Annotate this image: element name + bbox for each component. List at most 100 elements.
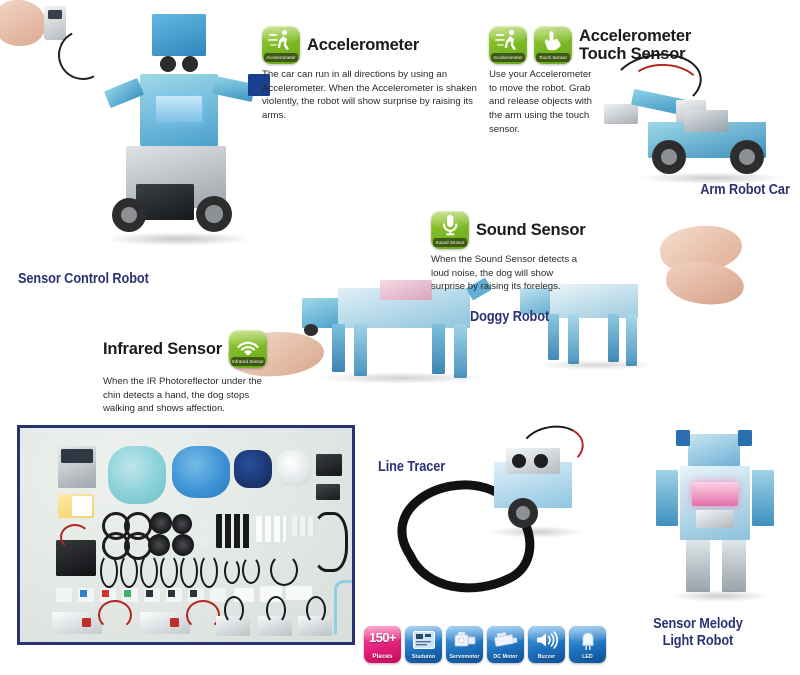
part-black-brackets-2 — [316, 484, 340, 500]
badge-studuino: Studuino — [405, 626, 442, 663]
label-sensor-melody-light-robot: Sensor Melody Light Robot — [624, 616, 772, 650]
part-cable-7 — [224, 558, 240, 584]
part-dc-motor-1 — [216, 616, 250, 636]
part-cable-8 — [242, 556, 260, 584]
part-dc-motor-1-cable — [224, 596, 244, 624]
doggy2-leg-a — [548, 314, 559, 360]
part-servo-1-cable — [98, 600, 132, 630]
part-servo-2-cable — [186, 600, 220, 630]
doggy-shadow — [316, 372, 486, 384]
melody-buzzer-module — [696, 510, 734, 528]
feature-title: Infrared Sensor — [103, 339, 222, 358]
hand-photo — [0, 0, 46, 46]
accelerometer-icon: Accelerometer — [262, 26, 300, 64]
part-studuino-chip-area — [61, 449, 93, 463]
part-module-dot-dark-2 — [168, 590, 175, 597]
melody-led-display — [692, 482, 738, 506]
feature-accelerometer: Accelerometer Accelerometer The car can … — [262, 26, 478, 123]
tracer-eye-right — [534, 454, 548, 468]
doggy2-leg-c — [608, 314, 619, 362]
feature-sound-sensor: Sound Sensor Sound Sensor When the Sound… — [431, 211, 631, 294]
feature-body: When the IR Photoreflector under the chi… — [103, 376, 262, 415]
badge-caption: DC Motor — [493, 654, 518, 660]
part-dc-motor-2 — [258, 616, 292, 636]
robot-shadow — [104, 232, 254, 246]
part-module-dot-blue — [80, 590, 87, 597]
pieces-count: 150+ — [369, 630, 396, 645]
label-sensor-control-robot: Sensor Control Robot — [18, 271, 149, 287]
speaker-icon — [528, 628, 565, 652]
part-connectors-black — [216, 514, 250, 548]
part-wheel-2 — [172, 514, 192, 534]
part-bricks-blue — [172, 446, 230, 498]
doggy2-body — [542, 284, 638, 318]
spec-badge-strip: 150+ Pieces Studuino Servomotor — [364, 626, 606, 663]
robot-hand-right — [248, 74, 270, 96]
badge-gloss — [228, 330, 267, 349]
label-line-2: Light Robot — [662, 633, 734, 650]
part-instruction-card — [72, 496, 92, 516]
label-arm-robot-car: Arm Robot Car — [700, 182, 790, 198]
part-pulley-small-2 — [198, 534, 210, 546]
doggy-leg-front-left — [332, 324, 345, 372]
circuit-board-icon — [405, 628, 442, 652]
sound-sensor-icon: Sound Sensor — [431, 211, 469, 249]
car-wheel-rear — [730, 140, 764, 174]
melody-leg-right — [722, 540, 746, 592]
melody-antenna-left — [676, 430, 690, 446]
line-tracer-photo — [370, 420, 630, 630]
robot-wheel-left — [112, 198, 146, 232]
sensor-melody-light-robot-photo — [640, 430, 800, 620]
part-cable-1 — [100, 554, 118, 588]
doggy2-shadow — [536, 360, 656, 370]
part-dc-motor-3 — [298, 616, 332, 636]
dc-motor-icon — [487, 628, 524, 652]
part-bricks-lightblue — [108, 446, 166, 504]
part-bricks-white — [276, 450, 312, 486]
touch-sensor-icon-caption: Touch Sensor — [536, 53, 570, 62]
arm-gripper — [604, 104, 638, 124]
tracer-wheel — [508, 498, 538, 528]
hand-glyph — [534, 27, 572, 53]
doggy-ir-sensor — [304, 324, 318, 336]
robot-wheel-right — [196, 196, 232, 232]
part-sensor-module-1 — [56, 588, 72, 602]
part-module-dot-dark-3 — [190, 590, 197, 597]
melody-antenna-right — [738, 430, 752, 446]
doggy-leg-rear-right — [454, 324, 467, 378]
feature-title: Accelerometer Touch Sensor — [579, 26, 692, 63]
label-doggy-robot: Doggy Robot — [470, 309, 550, 325]
part-servo-1-marker — [82, 618, 91, 627]
pieces-label: Pieces — [372, 653, 393, 660]
part-connectors-clear — [292, 516, 316, 536]
part-blue-tool — [334, 580, 352, 636]
part-cable-4 — [160, 554, 178, 588]
led-icon — [569, 628, 606, 652]
label-line-1: Sensor Melody — [653, 616, 743, 632]
infrared-sensor-icon-caption: Infrared Sensor — [230, 357, 265, 366]
part-wheel-3 — [148, 534, 170, 556]
part-pulley-small-1 — [198, 518, 210, 530]
car-controller-board — [684, 110, 728, 132]
feature-title: Sound Sensor — [476, 220, 586, 239]
doggy-robot-photo — [292, 268, 592, 398]
car-shadow — [636, 172, 786, 184]
part-connectors-white — [256, 516, 286, 542]
feature-body: Use your Accelerometer to move the robot… — [489, 69, 592, 135]
doggy-back-panel — [380, 280, 432, 300]
part-sensor-module-11 — [286, 586, 312, 600]
melody-arm-right — [752, 470, 774, 526]
feature-infrared-sensor: Infrared Sensor Infrared Sensor When the… — [103, 330, 313, 416]
badge-pieces: 150+ Pieces — [364, 626, 401, 663]
part-black-brackets — [316, 454, 342, 476]
badge-caption: Buzzer — [537, 654, 556, 660]
runner-glyph — [262, 27, 300, 53]
label-line-tracer: Line Tracer — [378, 459, 446, 475]
part-servo-2-marker — [170, 618, 179, 627]
badge-buzzer: Buzzer — [528, 626, 565, 663]
accelerometer-icon-caption: Accelerometer — [491, 53, 525, 62]
infrared-sensor-icon: Infrared Sensor — [228, 330, 267, 368]
part-servo-1 — [52, 612, 102, 634]
badge-dc-motor: DC Motor — [487, 626, 524, 663]
servomotor-icon — [446, 628, 483, 652]
